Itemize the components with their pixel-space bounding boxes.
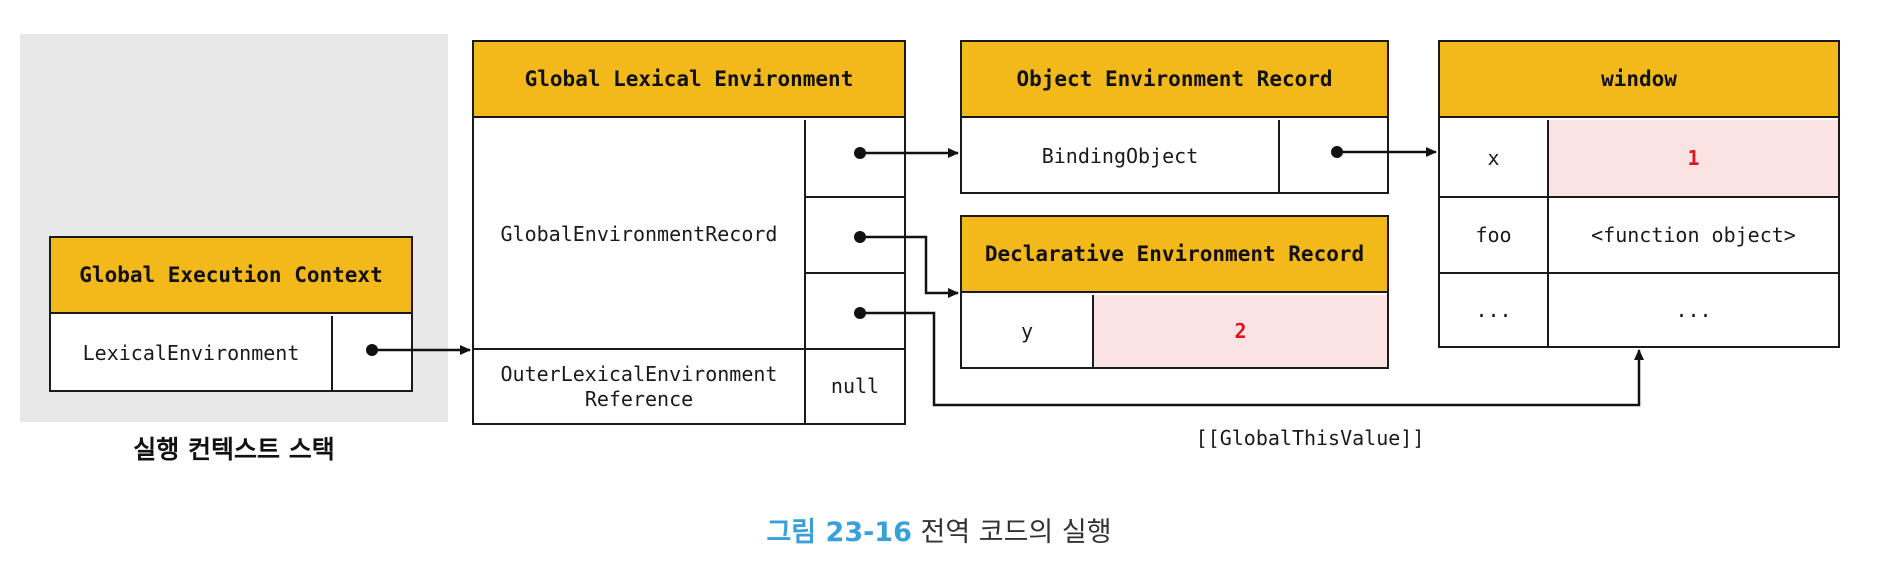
figure-number: 그림 23-16 [766, 517, 912, 548]
pointer-dot [1331, 146, 1343, 158]
global-execution-context-title: Global Execution Context [51, 238, 411, 314]
outer-reference-label-line2: Reference [584, 386, 694, 411]
divider [1547, 120, 1549, 346]
binding-key: y [1020, 318, 1034, 343]
object-environment-record: Object Environment Record BindingObject [960, 40, 1389, 194]
declarative-environment-record: Declarative Environment Record y 2 [960, 215, 1389, 369]
pointer-dot [854, 147, 866, 159]
figure-title: 전역 코드의 실행 [920, 517, 1112, 548]
figure-caption: 그림 23-16 전역 코드의 실행 [0, 510, 1878, 549]
global-this-arrow [860, 311, 1644, 407]
declarative-environment-record-title: Declarative Environment Record [962, 217, 1387, 293]
outer-reference-value: null [830, 374, 880, 398]
outer-reference-label-line1: OuterLexicalEnvironment [500, 361, 778, 386]
global-environment-record-label: GlobalEnvironmentRecord [500, 221, 778, 246]
divider [1440, 272, 1838, 274]
pointer-dot [366, 344, 378, 356]
divider [1092, 295, 1094, 367]
divider [474, 348, 904, 350]
declarative-record-arrow [860, 235, 959, 298]
window-row-value: <function object> [1591, 222, 1796, 247]
global-lexical-environment-title: Global Lexical Environment [474, 42, 904, 118]
global-execution-context: Global Execution Context LexicalEnvironm… [49, 236, 413, 392]
window-object: window x 1 foo <function object> ... ... [1438, 40, 1840, 348]
global-lexical-environment: Global Lexical Environment GlobalEnviron… [472, 40, 906, 425]
divider [804, 120, 806, 423]
divider [331, 316, 333, 390]
stack-caption: 실행 컨텍스트 스택 [133, 435, 335, 464]
window-row-key: foo [1475, 222, 1512, 247]
window-row-value: ... [1675, 297, 1712, 322]
divider [804, 196, 904, 198]
global-this-value-label: [[GlobalThisValue]] [1195, 425, 1425, 450]
divider [804, 272, 904, 274]
pointer-dot [854, 307, 866, 319]
window-row-value: 1 [1549, 120, 1838, 196]
outer-reference-label: OuterLexicalEnvironment Reference [474, 350, 804, 423]
binding-value: 2 [1094, 295, 1387, 367]
divider [1440, 196, 1838, 198]
window-row-key: x [1487, 145, 1500, 170]
divider [1278, 120, 1280, 192]
binding-object-label: BindingObject [1041, 143, 1199, 168]
lexical-environment-label: LexicalEnvironment [82, 340, 300, 365]
pointer-dot [854, 231, 866, 243]
window-row-key: ... [1475, 297, 1512, 322]
window-title: window [1440, 42, 1838, 118]
object-environment-record-title: Object Environment Record [962, 42, 1387, 118]
